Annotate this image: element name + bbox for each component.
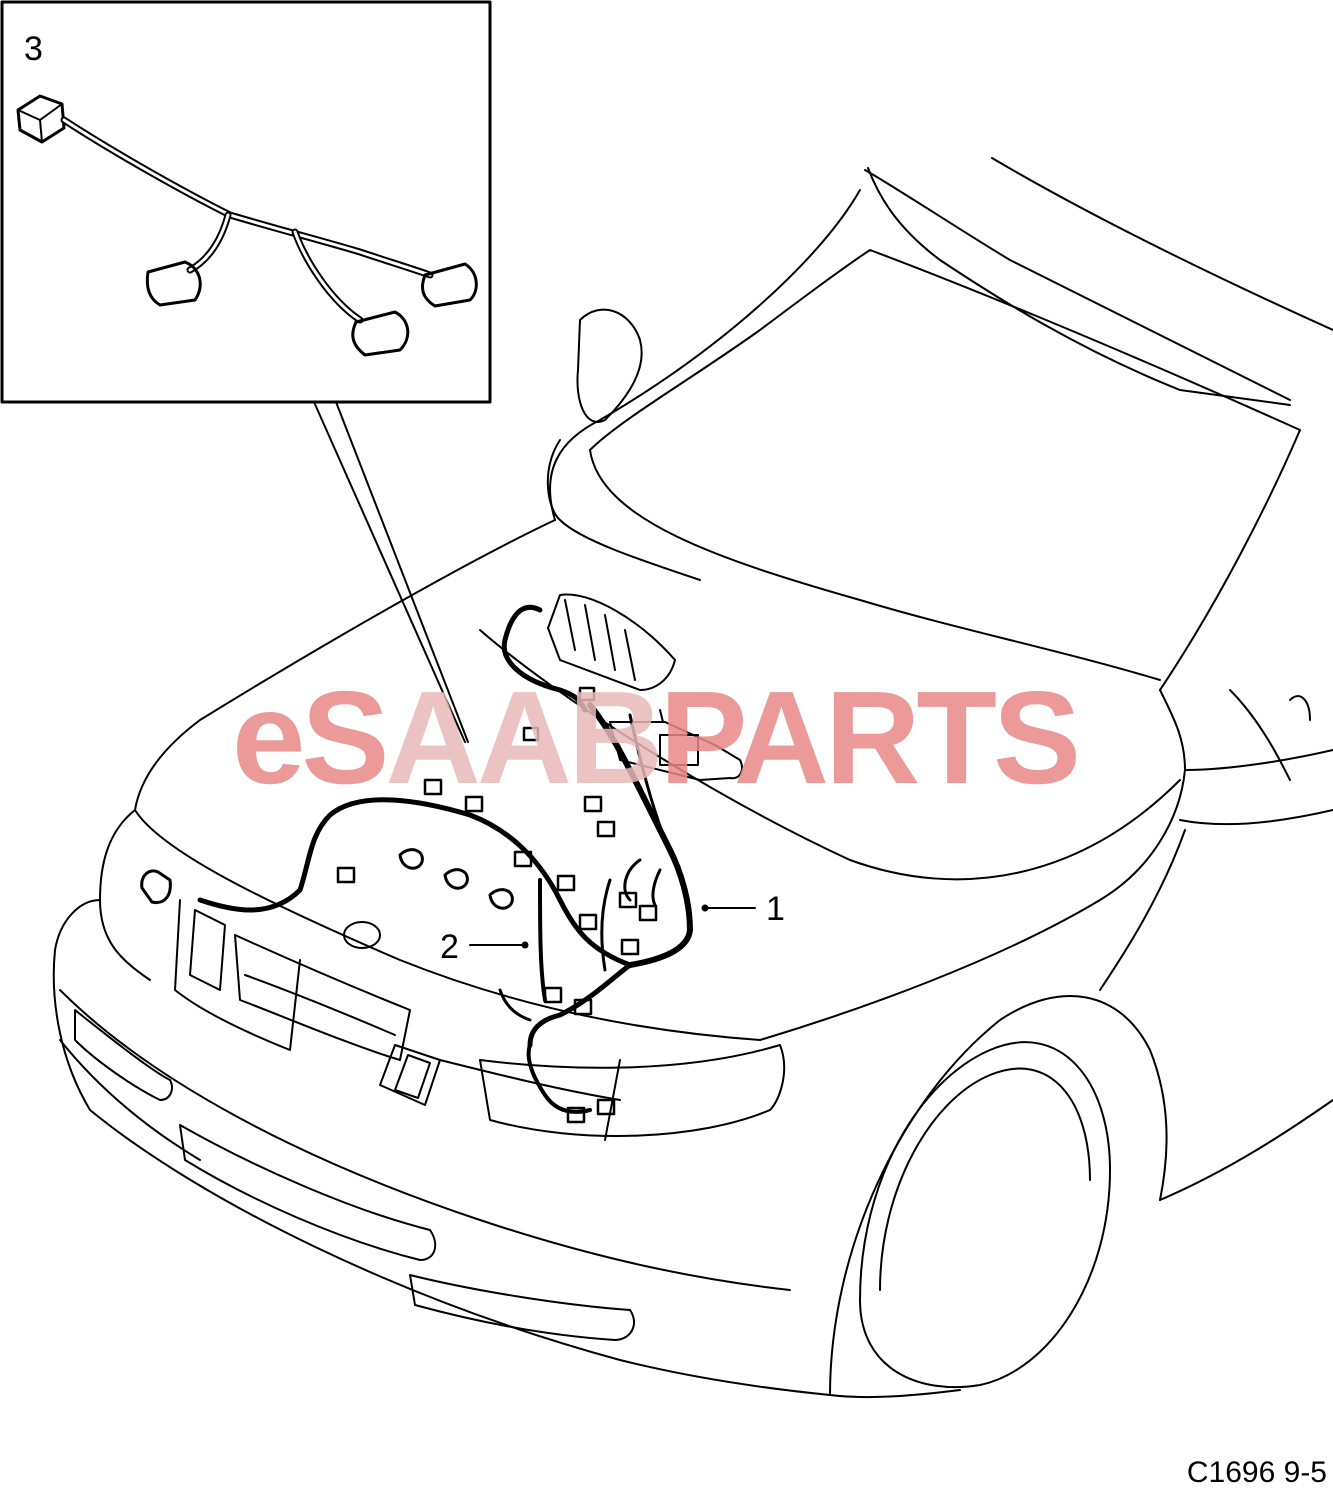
y-harness-cable [16,94,478,357]
brand-watermark: eSAABPARTS [232,672,1081,804]
callout-2: 2 [440,928,459,966]
inset-panel [0,0,492,743]
watermark-part-2: AAB [385,664,663,811]
car-outline [52,157,1333,1399]
engine-wiring-harness [197,593,756,1124]
callout-3: 3 [24,30,43,68]
watermark-part-3: PARTS [659,664,1081,811]
figure-code: C1696 9-5 [1186,1456,1327,1489]
watermark-part-1: eS [232,664,389,811]
callout-1: 1 [766,890,785,928]
